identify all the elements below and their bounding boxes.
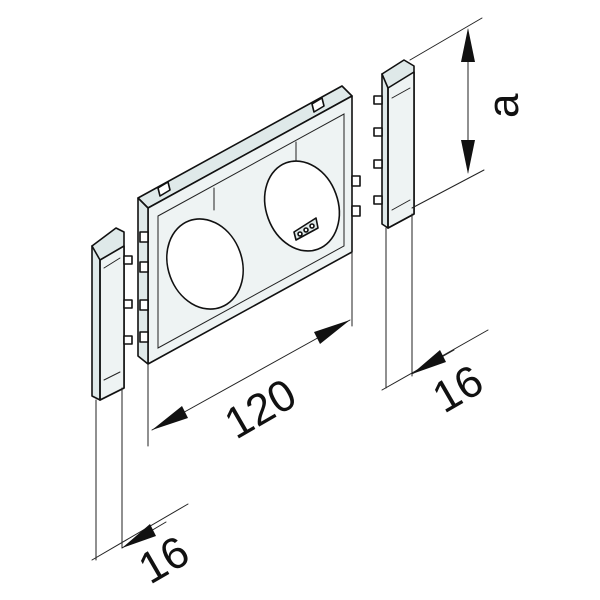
socket-opening-left: [166, 218, 244, 310]
dimension-120-line: [151, 319, 351, 431]
height-extension-lines: [409, 17, 485, 209]
dimension-120-label: 120: [217, 370, 305, 449]
socket-opening-right: [263, 160, 341, 252]
right-end-cap: [373, 59, 415, 229]
left-cap-extension-lines: [91, 387, 189, 561]
dimension-a-label: a: [479, 93, 528, 118]
left-end-cap: [91, 227, 133, 401]
dimension-16-right-line: [411, 349, 455, 375]
dimension-16-left-line: [121, 521, 167, 549]
dimension-a-line: [461, 28, 475, 174]
main-extension-lines: [147, 251, 353, 447]
main-cover-panel: [137, 85, 361, 365]
